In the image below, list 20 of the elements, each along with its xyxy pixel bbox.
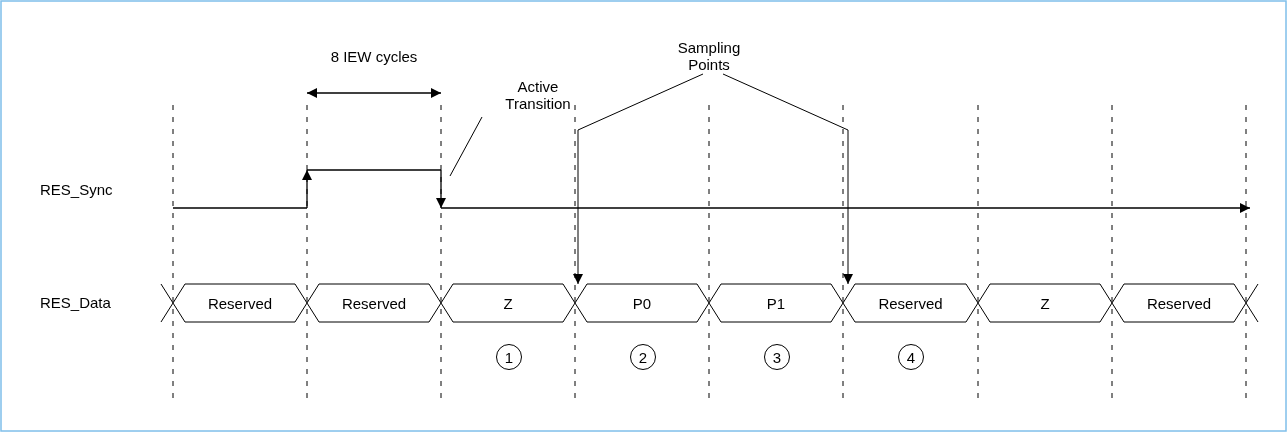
signal-name: RES_Data <box>40 294 112 311</box>
bus-state-cell: Reserved <box>1112 284 1246 322</box>
arrow <box>722 73 853 285</box>
bus-state-cell: Reserved <box>173 284 307 322</box>
callout-number: 1 <box>496 344 522 370</box>
bus-state-cell: Reserved <box>307 284 441 322</box>
leader-line <box>449 116 483 177</box>
bus-state-cell: Reserved <box>843 284 978 322</box>
bus-state-cell: Z <box>441 284 575 322</box>
annotation-text: Active Transition <box>484 75 592 115</box>
arrow <box>573 73 704 285</box>
callout-number: 3 <box>764 344 790 370</box>
signal-name: RES_Sync <box>40 181 114 198</box>
bus-state-cell: Z <box>978 284 1112 322</box>
callout-number: 4 <box>898 344 924 370</box>
bus-state-cell: P1 <box>709 284 843 322</box>
dimension-label: 8 IEW cycles <box>329 48 419 65</box>
bus-state-cell: P0 <box>575 284 709 322</box>
callout-number: 2 <box>630 344 656 370</box>
annotation-text: Sampling Points <box>659 38 759 74</box>
